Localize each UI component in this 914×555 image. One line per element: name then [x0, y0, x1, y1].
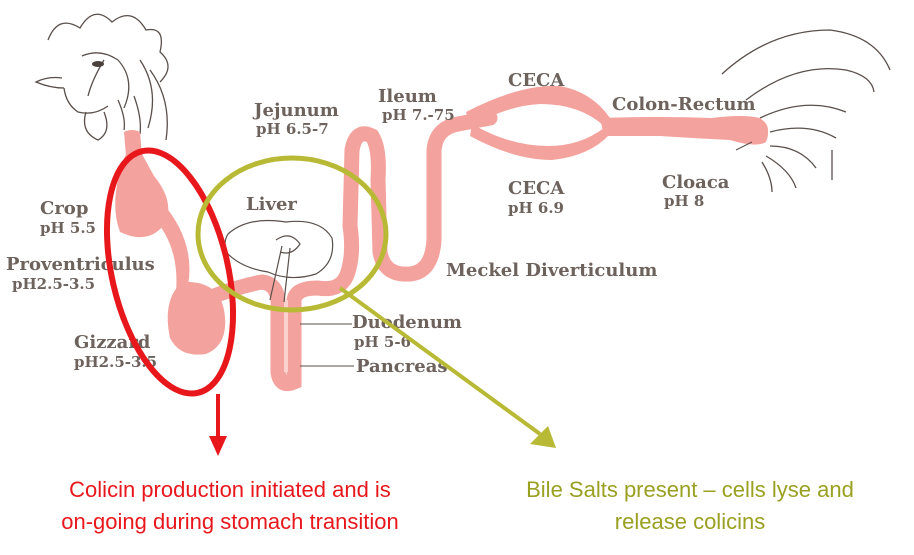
digestive-tract	[115, 85, 768, 392]
caption-colicin-line1: Colicin production initiated and is	[69, 477, 391, 502]
cloaca-organ	[736, 117, 768, 143]
label-jejunum: Jejunum	[252, 100, 339, 121]
proventriculus	[150, 200, 190, 292]
caption-colicin-production: Colicin production initiated and is on-g…	[0, 474, 460, 538]
caption-colicin-line2: on-going during stomach transition	[61, 509, 399, 534]
label-crop-ph: pH 5.5	[40, 219, 96, 237]
label-pancreas: Pancreas	[356, 356, 448, 377]
label-liver: Liver	[246, 194, 297, 215]
label-cloaca-ph: pH 8	[664, 192, 704, 210]
label-duodenum: Duodenum	[352, 312, 462, 333]
label-colon-rectum: Colon-Rectum	[612, 94, 756, 115]
rooster-tail-outline	[721, 29, 891, 193]
label-ceca-top: CECA	[508, 70, 565, 91]
caption-bile-line1: Bile Salts present – cells lyse and	[526, 477, 854, 502]
label-cloaca: Cloaca	[662, 172, 730, 193]
rooster-head-outline	[34, 13, 169, 141]
ceca-lower	[470, 124, 610, 160]
label-proventriculus: Proventriculus	[6, 254, 155, 275]
liver-outline	[224, 219, 334, 303]
leader-lines	[300, 141, 753, 367]
red-arrow	[209, 394, 227, 456]
ceca-upper	[466, 85, 610, 128]
label-ileum-ph: pH 7.-75	[382, 106, 455, 124]
label-ileum: Ileum	[378, 86, 437, 107]
label-duodenum-ph: pH 5-6	[354, 333, 411, 351]
rooster-eye	[92, 61, 104, 67]
red-highlight-ellipse	[103, 147, 237, 397]
caption-bile-line2: release colicins	[614, 509, 766, 534]
yellow-arrow	[338, 286, 556, 448]
label-ceca-ph: pH 6.9	[508, 199, 564, 217]
label-crop: Crop	[40, 198, 88, 219]
label-ceca-bottom: CECA	[508, 178, 565, 199]
label-meckel: Meckel Diverticulum	[446, 260, 657, 281]
yellow-highlight-ellipse	[195, 155, 389, 313]
label-jejunum-ph: pH 6.5-7	[256, 120, 329, 138]
caption-bile-salts: Bile Salts present – cells lyse and rele…	[470, 474, 910, 538]
colon-rectum-organ	[600, 116, 768, 145]
label-gizzard-ph: pH2.5-3.5	[74, 353, 157, 371]
label-proventriculus-ph: pH2.5-3.5	[12, 275, 95, 293]
